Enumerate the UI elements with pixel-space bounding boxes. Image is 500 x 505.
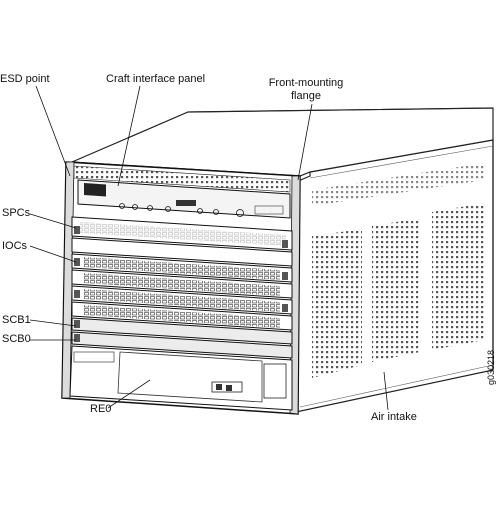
label-front-mounting: Front-mounting bbox=[268, 77, 344, 89]
front-top-vent bbox=[73, 165, 291, 193]
label-iocs: IOCs bbox=[2, 240, 28, 252]
label-scb0: SCB0 bbox=[2, 333, 31, 345]
leader-air-intake bbox=[383, 371, 389, 411]
leader-esd-point bbox=[35, 85, 71, 177]
leader-scb1 bbox=[29, 319, 77, 327]
leader-craft-panel bbox=[117, 85, 141, 187]
leader-spcs bbox=[29, 213, 77, 229]
side-vents bbox=[312, 163, 484, 378]
figure-id: g030218 bbox=[486, 349, 496, 385]
label-spcs: SPCs bbox=[2, 207, 31, 219]
leader-re0 bbox=[107, 379, 151, 409]
leader-lines bbox=[29, 85, 389, 411]
label-craft-interface-panel: Craft interface panel bbox=[106, 73, 206, 85]
label-air-intake: Air intake bbox=[371, 411, 417, 423]
label-re0: RE0 bbox=[90, 403, 112, 415]
leader-iocs bbox=[29, 245, 77, 263]
label-flange: flange bbox=[291, 90, 321, 102]
craft-interface-panel bbox=[77, 179, 291, 219]
routing-engine-bay bbox=[69, 345, 293, 411]
card-slots bbox=[71, 216, 293, 359]
leader-front-flange bbox=[297, 103, 313, 181]
label-esd-point: ESD point bbox=[0, 73, 50, 85]
label-scb1: SCB1 bbox=[2, 314, 31, 326]
